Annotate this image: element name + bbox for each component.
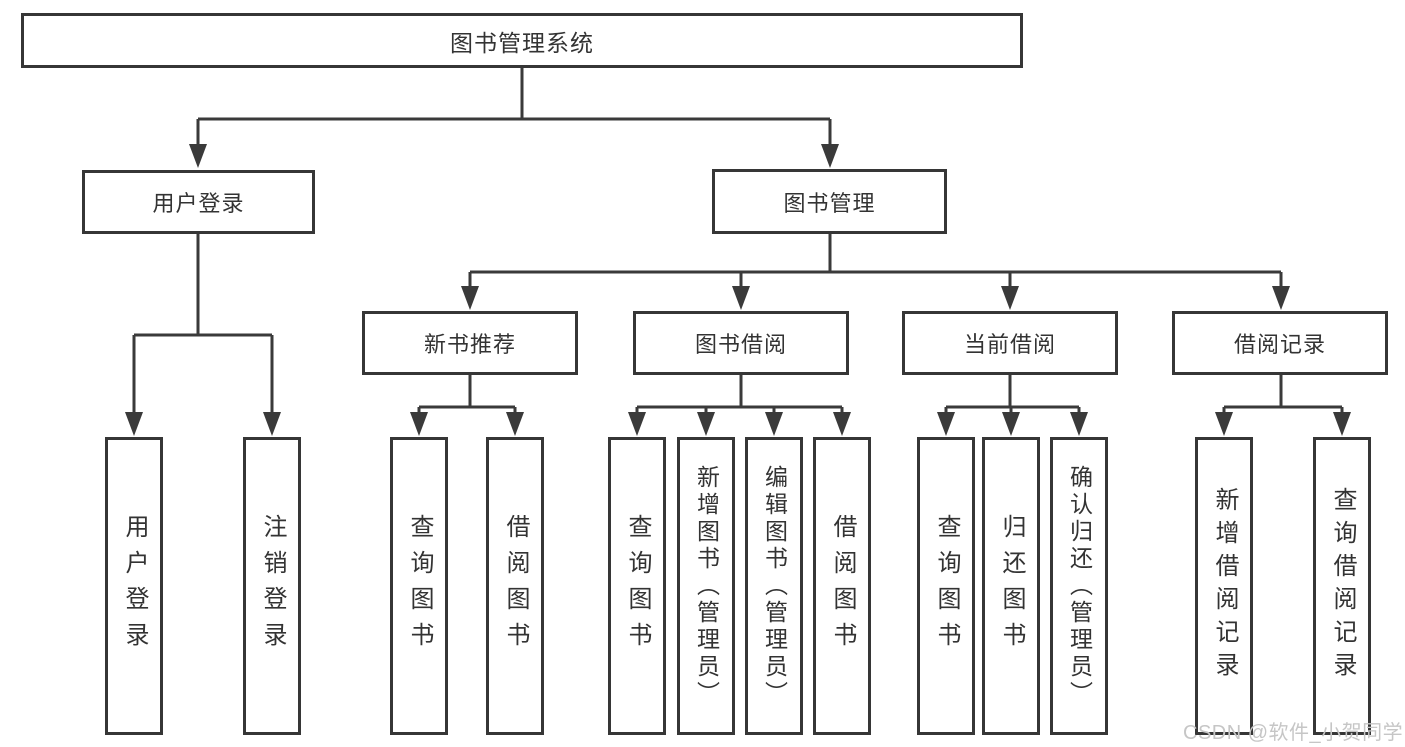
- arrowhead: [1272, 286, 1290, 310]
- leaf-user-login: 用户登录: [105, 437, 163, 735]
- arrowhead: [410, 412, 428, 436]
- node-book-borrowing: 图书借阅: [633, 311, 849, 375]
- node-user-login: 用户登录: [82, 170, 315, 234]
- leaf-edit-book-admin: 编辑图书（管理员）: [745, 437, 803, 735]
- node-current-borrowing: 当前借阅: [902, 311, 1118, 375]
- connector-book-borrowing: [635, 375, 844, 414]
- leaf-logout: 注销登录: [243, 437, 301, 735]
- arrowhead: [1001, 286, 1019, 310]
- arrowhead: [263, 412, 281, 436]
- connector-current-borrowing: [944, 375, 1081, 414]
- arrowhead: [1002, 412, 1020, 436]
- node-library-system: 图书管理系统: [21, 13, 1023, 68]
- leaf-query-books-current: 查询图书: [917, 437, 975, 735]
- arrowhead: [821, 144, 839, 168]
- leaf-confirm-return-admin: 确认归还（管理员）: [1050, 437, 1108, 735]
- arrowhead: [461, 286, 479, 310]
- arrowhead: [697, 412, 715, 436]
- arrowhead: [937, 412, 955, 436]
- leaf-return-books: 归还图书: [982, 437, 1040, 735]
- arrowhead: [732, 286, 750, 310]
- watermark: CSDN @软件_小贺同学: [1183, 722, 1404, 744]
- node-new-book-recommend: 新书推荐: [362, 311, 578, 375]
- arrowhead: [1215, 412, 1233, 436]
- arrowhead: [1333, 412, 1351, 436]
- leaf-query-borrow-record: 查询借阅记录: [1313, 437, 1371, 735]
- arrowhead: [833, 412, 851, 436]
- arrowhead: [125, 412, 143, 436]
- leaf-query-books-recommend: 查询图书: [390, 437, 448, 735]
- connector-borrow-records: [1222, 375, 1344, 414]
- arrowhead: [189, 144, 207, 168]
- leaf-query-books-borrowing: 查询图书: [608, 437, 666, 735]
- connector-user-login: [132, 234, 274, 414]
- arrowhead: [1070, 412, 1088, 436]
- leaf-add-book-admin: 新增图书（管理员）: [677, 437, 735, 735]
- connector-root: [196, 68, 832, 146]
- leaf-add-borrow-record: 新增借阅记录: [1195, 437, 1253, 735]
- connector-book-management: [468, 234, 1283, 288]
- arrowhead: [506, 412, 524, 436]
- arrowhead: [765, 412, 783, 436]
- leaf-borrow-books-recommend: 借阅图书: [486, 437, 544, 735]
- node-book-management: 图书管理: [712, 169, 947, 234]
- arrowhead: [628, 412, 646, 436]
- leaf-borrow-books-borrowing: 借阅图书: [813, 437, 871, 735]
- node-borrow-records: 借阅记录: [1172, 311, 1388, 375]
- connector-new-book-recommend: [417, 375, 517, 414]
